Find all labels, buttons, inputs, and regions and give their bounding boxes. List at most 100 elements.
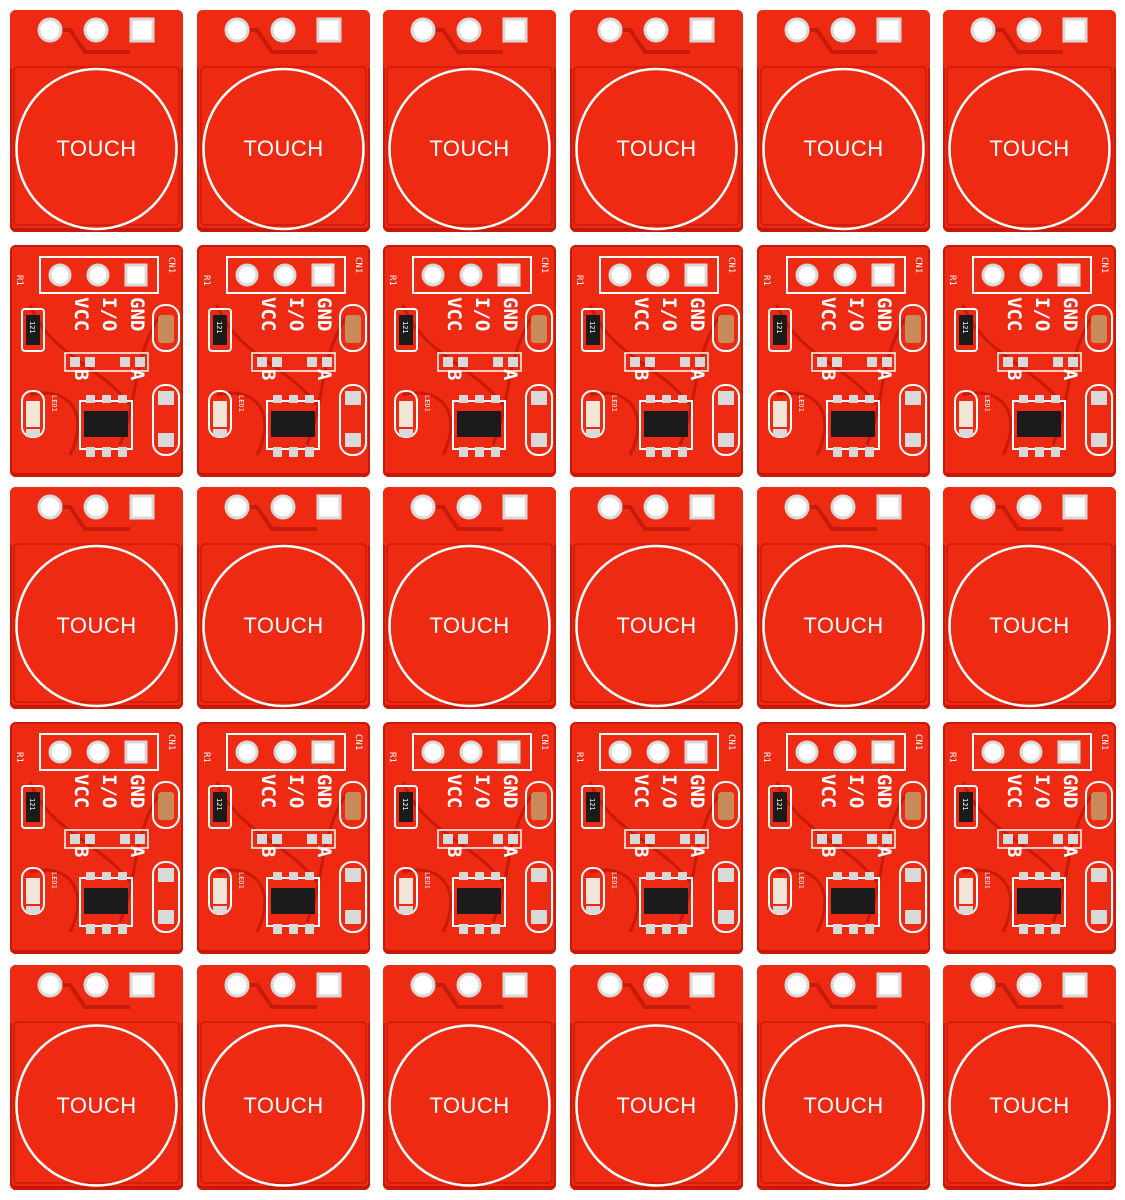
ic-pin-bottom-1 (459, 924, 468, 934)
pin-hole-square (129, 17, 155, 43)
led-body (959, 878, 973, 904)
pin-hole-square (876, 972, 902, 998)
pin-label-io: I/O (471, 774, 493, 809)
pin-hole-2 (270, 17, 296, 43)
ic-pin-bottom-2 (849, 447, 858, 457)
touch-module-front: TOUCH (197, 965, 370, 1190)
resistor-outline (954, 308, 978, 352)
jumper-a-label: A (1059, 846, 1081, 858)
pin-label-vcc: VCC (70, 774, 92, 809)
resistor-label: R1 (201, 275, 211, 286)
jumper-pad-4 (508, 357, 518, 367)
capacitor2-outline (712, 384, 740, 456)
header-hole-2 (273, 263, 297, 287)
ic-pin-top-3 (1051, 395, 1060, 403)
resistor-body (26, 315, 40, 345)
led-pad (399, 429, 413, 437)
ic-pin-bottom-3 (118, 447, 127, 457)
pin-label-io: I/O (658, 774, 680, 809)
led-label: LED1 (423, 872, 431, 889)
jumper-outline (811, 352, 896, 372)
front-artwork (10, 965, 183, 1187)
capacitor2-pad-top (905, 391, 921, 405)
pin-hole-square (1062, 17, 1088, 43)
jumper-outline (437, 352, 522, 372)
pin-hole-2 (1016, 972, 1042, 998)
ic-pin-bottom-3 (491, 924, 500, 934)
pin-hole-2 (643, 494, 669, 520)
ic-pin-bottom-1 (273, 924, 282, 934)
ic-pin-bottom-1 (833, 447, 842, 457)
touch-module-front: TOUCH (383, 965, 556, 1190)
connector-outline (972, 256, 1092, 294)
touch-pad-area (760, 66, 927, 226)
led-label: LED1 (610, 872, 618, 889)
pin-hole-square (876, 494, 902, 520)
touch-pad-area (760, 1021, 927, 1184)
touch-circle (575, 544, 738, 708)
jumper-b-label: B (1003, 369, 1025, 381)
front-artwork (757, 965, 930, 1187)
ic-pin-top-3 (865, 872, 874, 880)
touch-circle (948, 544, 1111, 708)
touch-module-front: TOUCH (943, 10, 1116, 232)
ic-pin-top-3 (491, 872, 500, 880)
resistor-body (213, 315, 227, 345)
capacitor-body (531, 315, 547, 343)
resistor-marking: 121 (401, 798, 409, 811)
ic-pin-bottom-2 (662, 924, 671, 934)
led-body (399, 878, 413, 904)
connector-outline (786, 733, 906, 771)
capacitor2-pad-top (718, 868, 734, 882)
capacitor-outline (1085, 304, 1113, 352)
ic-pin-bottom-2 (1035, 447, 1044, 457)
jumper-a-label: A (313, 846, 335, 858)
pin-hole-2 (456, 494, 482, 520)
capacitor2-pad-bottom (158, 910, 174, 924)
led-body (26, 878, 40, 904)
pin-hole-1 (970, 972, 996, 998)
header-hole-2 (459, 263, 483, 287)
jumper-pad-1 (1003, 357, 1013, 367)
header-hole-2 (86, 740, 110, 764)
resistor-body (773, 792, 787, 822)
jumper-b-label: B (257, 369, 279, 381)
resistor-label: R1 (387, 752, 397, 763)
ic-pin-bottom-3 (1051, 924, 1060, 934)
resistor-body (26, 792, 40, 822)
jumper-outline (624, 352, 709, 372)
pin-hole-1 (784, 17, 810, 43)
resistor-outline (394, 785, 418, 829)
pin-hole-1 (224, 972, 250, 998)
pin-hole-square (689, 494, 715, 520)
touch-pad-area (386, 66, 553, 226)
capacitor2-pad-bottom (531, 910, 547, 924)
capacitor2-pad-top (531, 391, 547, 405)
pin-hole-1 (37, 494, 63, 520)
touch-circle (15, 67, 178, 231)
ic-pin-bottom-1 (833, 924, 842, 934)
connector-outline (39, 733, 159, 771)
ic-pin-top-1 (86, 395, 95, 403)
touch-pad-area (946, 543, 1113, 703)
touch-pad-area (13, 543, 180, 703)
pin-label-gnd: GND (1059, 774, 1081, 809)
ic-pin-top-1 (273, 872, 282, 880)
header-hole-1 (48, 740, 72, 764)
jumper-pad-3 (307, 357, 317, 367)
ic-pin-top-2 (289, 395, 298, 403)
capacitor2-outline (1085, 384, 1113, 456)
pin-hole-1 (970, 494, 996, 520)
touch-label: TOUCH (429, 613, 510, 638)
jumper-b-label: B (443, 369, 465, 381)
pin-hole-1 (410, 972, 436, 998)
touch-circle (762, 544, 925, 708)
touch-pad-area (13, 1021, 180, 1184)
capacitor-body (718, 315, 734, 343)
pin-hole-2 (830, 494, 856, 520)
led-body (586, 878, 600, 904)
jumper-b-label: B (630, 369, 652, 381)
